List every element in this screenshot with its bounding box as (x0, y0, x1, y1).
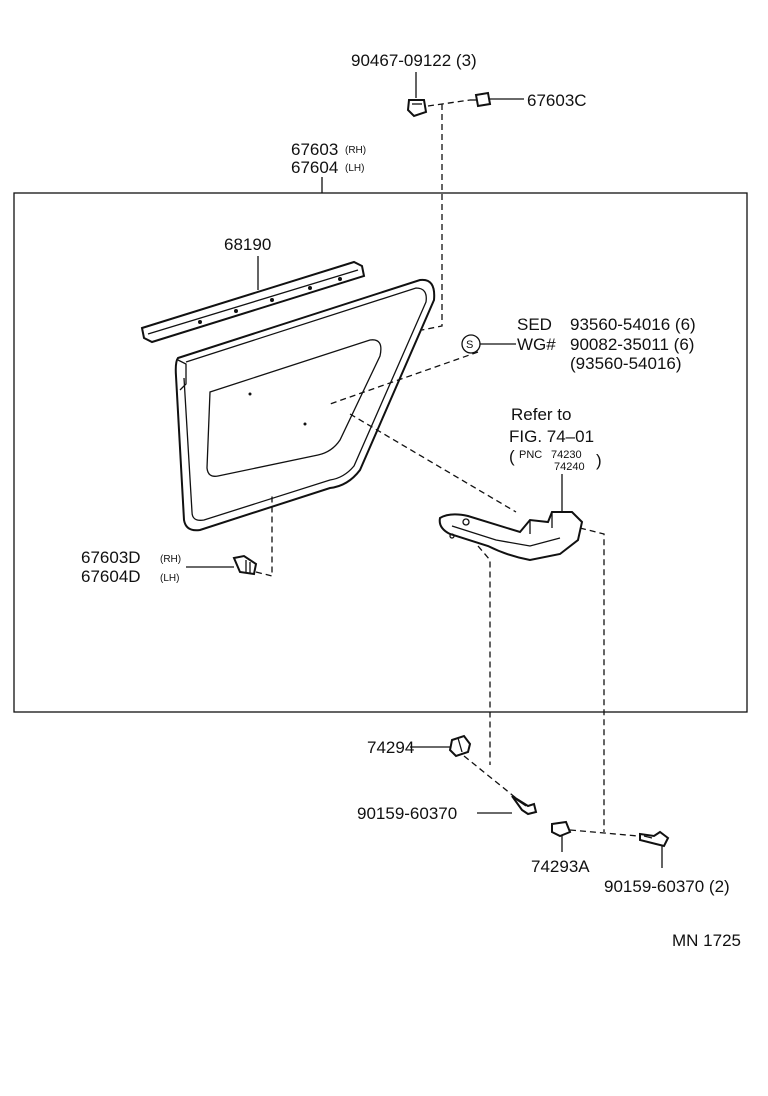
assembly-frame (13, 192, 748, 713)
clip-c-icon (470, 91, 492, 108)
label-screw-mid: 90159-60370 (357, 804, 457, 823)
label-panel-rh: 67603 (291, 140, 338, 159)
cap-icon (448, 734, 472, 758)
clip-d-icon (232, 554, 258, 576)
label-pnc-2: 74240 (554, 461, 585, 473)
label-cap: 74294 (367, 738, 414, 757)
label-wg-alt: (93560-54016) (570, 354, 682, 373)
weatherstrip-part (140, 260, 366, 344)
screw-bottom-icon (639, 830, 670, 848)
screw-top-icon (406, 99, 428, 118)
label-sed: SED (517, 315, 552, 334)
label-clip-d-rh: 67603D (81, 548, 141, 567)
label-clip-d-lh: 67604D (81, 567, 141, 586)
label-clip-d-lh-sub: (LH) (160, 573, 179, 584)
label-pnc-prefix: PNC (519, 449, 542, 461)
armrest-handle-part (438, 511, 584, 562)
symbol-s-icon: S (461, 334, 481, 354)
label-panel-lh: 67604 (291, 158, 338, 177)
label-panel-rh-sub: (RH) (345, 145, 366, 156)
svg-text:S: S (466, 339, 473, 351)
label-clip-d-rh-sub: (RH) (160, 554, 181, 565)
label-cap-a: 74293A (531, 857, 590, 876)
label-panel-lh-sub: (LH) (345, 163, 364, 174)
label-screw-bottom: 90159-60370 (2) (604, 877, 730, 896)
label-screw-top: 90467-09122 (3) (351, 51, 477, 70)
cap-a-icon (551, 820, 572, 838)
label-pnc-open: ( (509, 447, 515, 466)
label-pnc-close: ) (596, 451, 602, 470)
screw-mid-icon (511, 795, 538, 816)
door-trim-panel (174, 278, 436, 532)
diagram-code: MN 1725 (672, 931, 741, 950)
label-wg: WG# (517, 335, 556, 354)
label-fig-ref: FIG. 74–01 (509, 427, 594, 446)
label-clip-c: 67603C (527, 91, 587, 110)
label-sed-part: 93560-54016 (6) (570, 315, 696, 334)
label-wg-part: 90082-35011 (6) (570, 335, 694, 354)
label-refer-to: Refer to (511, 405, 571, 424)
label-pnc-1: 74230 (551, 449, 582, 461)
label-weatherstrip: 68190 (224, 235, 271, 254)
